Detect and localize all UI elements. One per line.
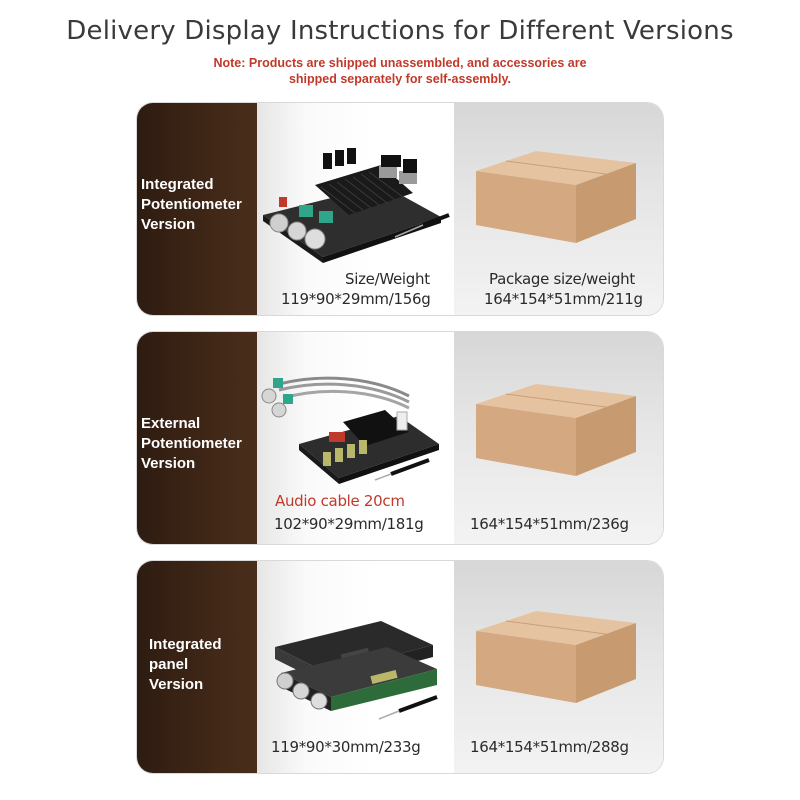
version-card-integrated-potentiometer: Integrated Potentiometer Version xyxy=(137,103,663,315)
version-label-panel: External Potentiometer Version xyxy=(137,332,257,544)
amplifier-board-image xyxy=(263,148,450,263)
note-line-2: shipped separately for self-assembly. xyxy=(288,72,512,86)
product-size-weight: 119*90*29mm/156g xyxy=(281,290,431,308)
version-card-integrated-panel: Integrated panel Version 119*90*30mm/233… xyxy=(137,561,663,773)
version-label: Integrated Potentiometer Version xyxy=(141,176,242,233)
audio-cable-caption: Audio cable 20cm xyxy=(275,492,405,510)
cardboard-box-image xyxy=(476,384,636,476)
product-image-panel: 119*90*30mm/233g xyxy=(257,561,454,773)
cardboard-box-image xyxy=(476,611,636,703)
cardboard-box-image xyxy=(476,151,636,243)
product-image-panel: Audio cable 20cm 102*90*29mm/181g xyxy=(257,332,454,544)
version-label-panel: Integrated panel Version xyxy=(137,561,257,773)
page-title: Delivery Display Instructions for Differ… xyxy=(66,16,734,46)
package-image-panel: Package size/weight 164*154*51mm/211g xyxy=(454,103,663,315)
version-card-external-potentiometer: External Potentiometer Version Audio cab… xyxy=(137,332,663,544)
package-image-panel: 164*154*51mm/288g xyxy=(454,561,663,773)
package-size-weight: 164*154*51mm/288g xyxy=(470,738,629,756)
note-line-1: Note: Products are shipped unassembled, … xyxy=(213,56,587,70)
package-image-panel: 164*154*51mm/236g xyxy=(454,332,663,544)
version-label: Integrated panel Version xyxy=(149,636,222,693)
package-caption: Package size/weight xyxy=(489,270,635,288)
amplifier-board-image xyxy=(261,376,439,484)
product-size-weight: 102*90*29mm/181g xyxy=(274,515,424,533)
product-size-weight: 119*90*30mm/233g xyxy=(271,738,421,756)
package-size-weight: 164*154*51mm/236g xyxy=(470,515,629,533)
version-label: External Potentiometer Version xyxy=(141,415,242,472)
product-caption: Size/Weight xyxy=(345,270,430,288)
amplifier-board-image xyxy=(275,621,438,720)
version-label-panel: Integrated Potentiometer Version xyxy=(137,103,257,315)
package-size-weight: 164*154*51mm/211g xyxy=(484,290,643,308)
product-image-panel: Size/Weight 119*90*29mm/156g xyxy=(257,103,454,315)
shipping-note: Note: Products are shipped unassembled, … xyxy=(0,55,800,87)
